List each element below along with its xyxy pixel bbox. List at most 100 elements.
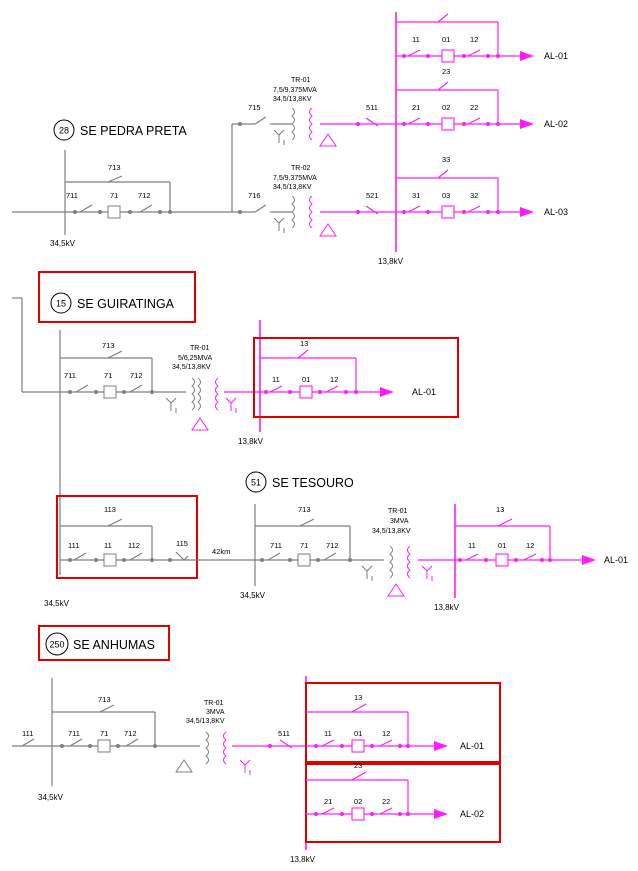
svg-text:713: 713 (102, 341, 115, 350)
wye-ground-icon (165, 397, 177, 413)
switch-713-label: 713 (108, 163, 121, 172)
svg-text:13,8kV: 13,8kV (238, 437, 264, 446)
line-length-label: 42km (212, 547, 230, 556)
svg-text:112: 112 (128, 541, 140, 550)
svg-text:11: 11 (272, 375, 280, 384)
svg-text:34,5kV: 34,5kV (240, 591, 266, 600)
svg-text:02: 02 (442, 103, 450, 112)
svg-text:01: 01 (354, 729, 362, 738)
switch-712-label: 712 (138, 191, 151, 200)
svg-text:111: 111 (68, 541, 79, 550)
delta-icon (387, 583, 405, 597)
svg-text:01: 01 (302, 375, 310, 384)
svg-text:13: 13 (496, 505, 504, 514)
svg-text:71: 71 (100, 729, 108, 738)
switch-716 (254, 204, 267, 213)
tr1-name: TR-01 (291, 77, 311, 84)
highlight-box (38, 271, 196, 323)
switch-712 (139, 204, 153, 213)
substation-number: 28 (59, 126, 69, 136)
svg-text:22: 22 (470, 103, 478, 112)
substation-name: SE ANHUMAS (73, 638, 155, 652)
feeder-al-03: 33 31 03 32 AL-03 (396, 155, 568, 219)
switch-713 (107, 175, 123, 183)
line-bay-guiratinga: 113 111 11 112 115 42km 34,5kV (44, 495, 255, 608)
svg-text:21: 21 (412, 103, 420, 112)
wye-ground-icon (361, 565, 373, 581)
substation-guiratinga: 15 SE GUIRATINGA 713 711 71 712 TR-01 5/… (12, 271, 459, 575)
svg-text:250: 250 (49, 640, 64, 650)
svg-text:TR-01: TR-01 (190, 345, 210, 352)
tr2-name: TR-02 (291, 165, 311, 172)
svg-text:711: 711 (68, 729, 80, 738)
feeder-label: AL-01 (544, 51, 568, 61)
svg-text:712: 712 (124, 729, 137, 738)
svg-text:12: 12 (526, 541, 534, 550)
svg-text:23: 23 (442, 67, 450, 76)
svg-text:AL-02: AL-02 (460, 809, 484, 819)
tr1-hv-winding (291, 107, 295, 141)
svg-text:13,8kV: 13,8kV (434, 603, 460, 612)
svg-text:111: 111 (22, 729, 33, 738)
svg-text:5/6,25MVA: 5/6,25MVA (178, 355, 212, 362)
delta-icon (319, 223, 337, 237)
svg-text:712: 712 (326, 541, 339, 550)
svg-text:11: 11 (104, 541, 112, 550)
svg-text:03: 03 (442, 191, 450, 200)
highlight-box (38, 625, 170, 661)
wye-ground-icon (421, 565, 433, 581)
svg-text:3MVA: 3MVA (206, 709, 225, 716)
delta-icon (319, 133, 337, 147)
svg-text:15: 15 (56, 299, 66, 309)
svg-text:11: 11 (412, 35, 420, 44)
svg-text:34,5kV: 34,5kV (38, 793, 64, 802)
switch-521 (365, 205, 379, 215)
svg-text:34,5/13,8KV: 34,5/13,8KV (186, 718, 225, 725)
svg-text:01: 01 (442, 35, 450, 44)
svg-text:01: 01 (498, 541, 506, 550)
svg-text:21: 21 (324, 797, 332, 806)
svg-text:AL-01: AL-01 (460, 741, 484, 751)
switch-521-label: 521 (366, 191, 379, 200)
feeder-al-01: 11 01 12 23 AL-01 (396, 13, 568, 76)
svg-text:12: 12 (470, 35, 478, 44)
highlight-box (305, 682, 501, 763)
breaker-71 (107, 205, 121, 219)
svg-text:34,5/13,8KV: 34,5/13,8KV (172, 364, 211, 371)
svg-text:11: 11 (324, 729, 332, 738)
delta-icon (191, 417, 209, 431)
delta-icon (175, 759, 193, 773)
feeder-label: AL-03 (544, 207, 568, 217)
svg-text:711: 711 (270, 541, 282, 550)
tr1-rating: 7,5/9,375MVA (273, 87, 317, 94)
svg-text:TR-01: TR-01 (388, 508, 408, 515)
svg-text:12: 12 (382, 729, 390, 738)
svg-text:71: 71 (104, 371, 112, 380)
svg-text:713: 713 (298, 505, 311, 514)
feeder-al-02: 23 21 02 22 AL-02 (306, 761, 484, 821)
svg-text:13: 13 (354, 693, 362, 702)
wye-ground-icon (273, 129, 285, 145)
switch-711 (79, 204, 93, 213)
feeder-al-01: 13 11 01 12 AL-01 (306, 693, 484, 753)
svg-text:31: 31 (412, 191, 420, 200)
svg-text:711: 711 (64, 371, 76, 380)
tr2-ratio: 34,5/13,8KV (273, 184, 312, 191)
substation-number-badge (53, 119, 75, 141)
highlight-box (56, 495, 198, 579)
mv-voltage-label: 13,8kV (378, 257, 404, 266)
hv-voltage-label: 34,5kV (50, 239, 76, 248)
switch-115 (175, 551, 189, 561)
svg-text:33: 33 (442, 155, 450, 164)
svg-text:12: 12 (330, 375, 338, 384)
svg-text:22: 22 (382, 797, 390, 806)
feeder-al-01: 13 11 01 12 AL-01 (260, 339, 436, 399)
svg-text:13,8kV: 13,8kV (290, 855, 316, 864)
substation-tesouro: 51 SE TESOURO 34,5kV 713 711 71 712 TR-0… (240, 471, 628, 612)
wye-ground-icon (239, 759, 251, 775)
tr1-ratio: 34,5/13,8KV (273, 96, 312, 103)
switch-715-label: 715 (248, 103, 261, 112)
highlight-box (253, 337, 459, 418)
highlight-box (305, 763, 501, 843)
